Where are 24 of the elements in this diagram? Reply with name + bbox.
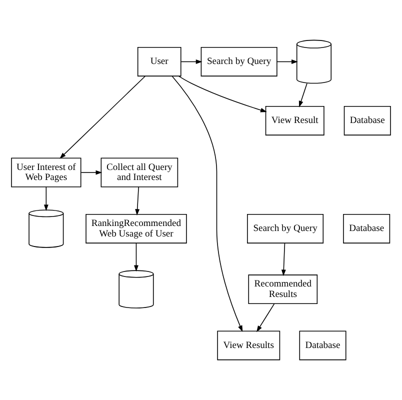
node-box: Search by Query xyxy=(247,214,324,244)
arrow xyxy=(256,303,275,332)
arrow xyxy=(276,59,298,64)
arrow xyxy=(44,186,48,211)
arrow xyxy=(281,242,286,276)
node-box: Collect all Query and Interest xyxy=(100,158,178,188)
arrow xyxy=(135,186,140,216)
node-box: Database xyxy=(344,106,391,136)
node-box: View Results xyxy=(217,330,280,360)
arrow xyxy=(298,83,308,108)
node-box: View Result xyxy=(265,106,324,136)
arrow xyxy=(60,76,146,159)
arrow xyxy=(172,76,243,332)
node-box: Search by Query xyxy=(200,46,278,76)
node-box: Database xyxy=(343,214,390,244)
node-box: RankingRecommended Web Usage of User xyxy=(86,214,187,244)
arrow xyxy=(178,76,267,112)
node-box: Database xyxy=(299,330,346,360)
node-box: Recommended Results xyxy=(248,274,318,304)
arrow xyxy=(180,59,202,64)
arrow xyxy=(134,242,138,272)
arrow xyxy=(80,170,102,175)
node-box: User Interest of Web Pages xyxy=(11,158,82,188)
node-box: User xyxy=(137,46,182,76)
